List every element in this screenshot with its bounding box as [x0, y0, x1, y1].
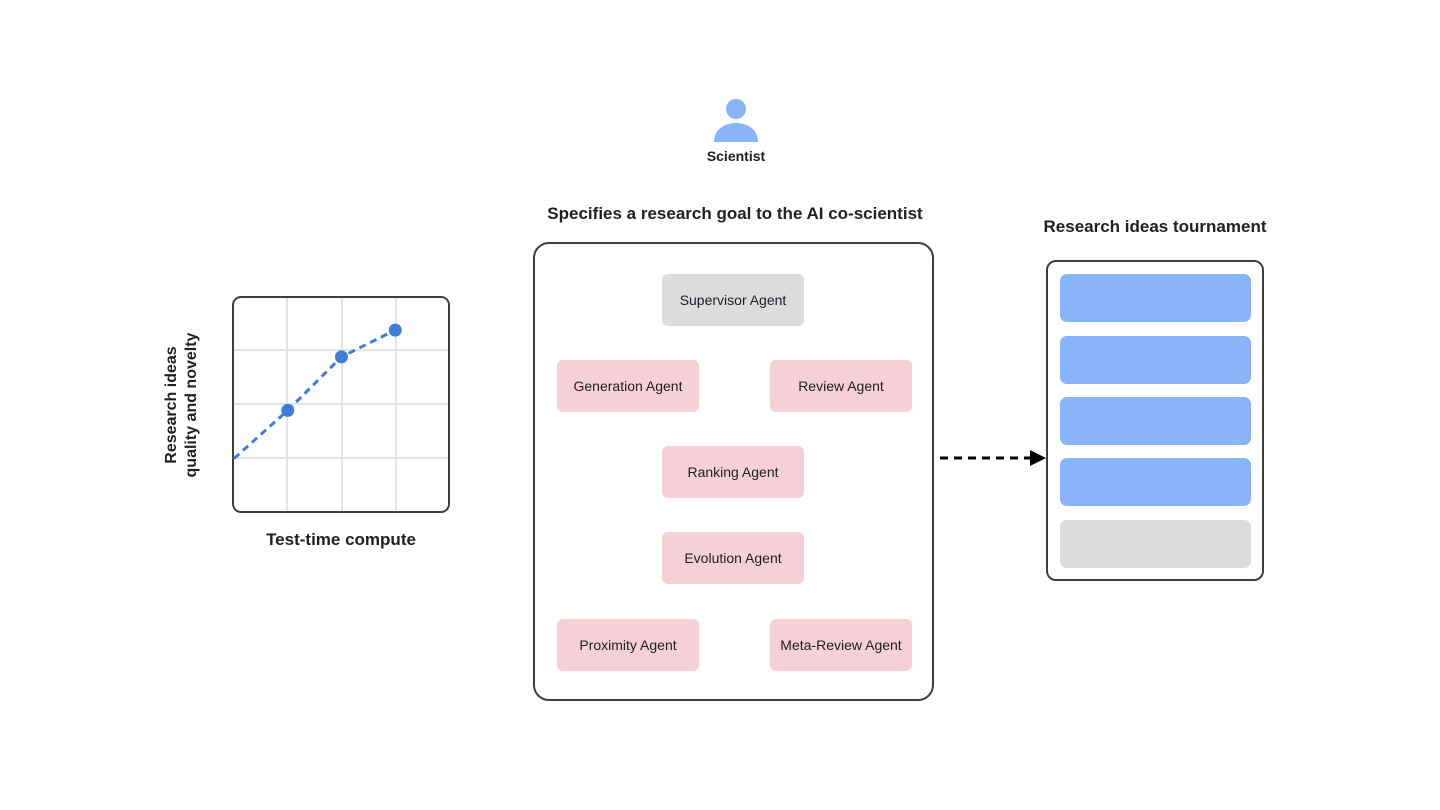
idea-slot-filled [1060, 336, 1251, 384]
supervisor-agent-label: Supervisor Agent [679, 292, 787, 308]
idea-slot-filled [1060, 458, 1251, 506]
meta-review-agent: Meta-Review Agent [770, 619, 912, 671]
chart-x-axis-label: Test-time compute [266, 530, 416, 549]
ranking-agent-label: Ranking Agent [687, 464, 779, 480]
chart-data-point [281, 403, 295, 417]
ranking-agent: Ranking Agent [662, 446, 804, 498]
scientist-label: Scientist [706, 148, 766, 164]
chart-series-line [232, 328, 396, 460]
tournament-title: Research ideas tournament [1043, 217, 1267, 236]
proximity-agent: Proximity Agent [557, 619, 699, 671]
chart-data-point [335, 350, 348, 364]
co-scientist-agents-box: Supervisor Agent Generation Agent Review… [533, 242, 934, 701]
arrowhead-icon [1030, 450, 1046, 466]
dashed-arrow [940, 450, 1046, 466]
generation-agent-label: Generation Agent [573, 378, 683, 394]
scientist: Scientist [686, 96, 786, 164]
chart-y-label-line1: Research ideas [163, 346, 180, 464]
idea-slot-empty [1060, 520, 1251, 568]
chart-grid [234, 298, 449, 511]
evolution-agent: Evolution Agent [662, 532, 804, 584]
chart-data-point [388, 323, 402, 337]
person-icon [714, 99, 758, 142]
supervisor-agent: Supervisor Agent [662, 274, 804, 326]
proximity-agent-label: Proximity Agent [579, 637, 677, 653]
review-agent: Review Agent [770, 360, 912, 412]
idea-slot-filled [1060, 397, 1251, 445]
goal-title: Specifies a research goal to the AI co-s… [547, 204, 923, 223]
chart-series [232, 323, 402, 460]
evolution-agent-label: Evolution Agent [684, 550, 782, 566]
review-agent-label: Review Agent [798, 378, 884, 394]
generation-agent: Generation Agent [557, 360, 699, 412]
chart-frame [232, 296, 450, 513]
idea-slot-filled [1060, 274, 1251, 322]
tournament-box [1046, 260, 1264, 581]
meta-review-agent-label: Meta-Review Agent [780, 637, 902, 653]
chart-y-label-line2: quality and novelty [183, 332, 200, 478]
quality-chart [232, 296, 450, 513]
